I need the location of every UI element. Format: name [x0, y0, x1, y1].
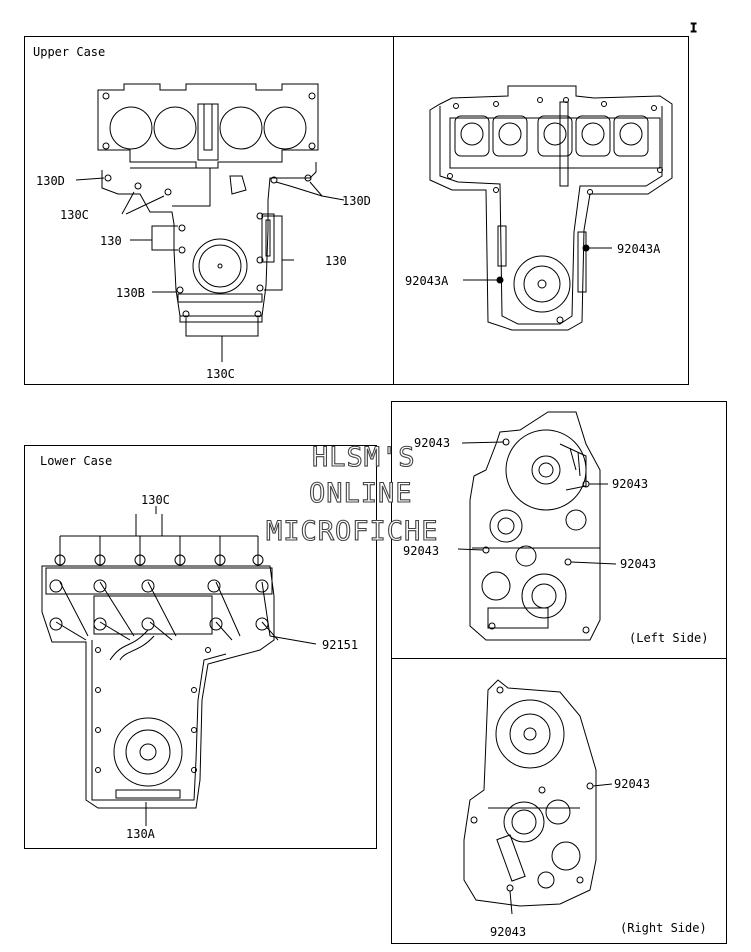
label-92043A-left: 92043A [405, 274, 449, 288]
corner-mark: I [690, 21, 697, 35]
left-side-bolt-holes [482, 438, 590, 634]
label-92043-right-top-left-side: 92043 [612, 477, 648, 491]
upper-case-title: Upper Case [33, 45, 105, 59]
lower-case-bolt-holes [49, 554, 269, 773]
label-130C-top: 130C [60, 208, 89, 222]
panel-lower-case [24, 445, 377, 849]
label-130-right: 130 [325, 254, 347, 268]
label-92151: 92151 [322, 638, 358, 652]
label-92043A-right: 92043A [617, 242, 661, 256]
label-130D-left: 130D [36, 174, 65, 188]
right-side-drawing [463, 679, 613, 915]
panel-upper-case-underside [393, 36, 689, 385]
upper-case-bolt-holes [102, 92, 316, 318]
left-side-caption: (Left Side) [629, 631, 708, 645]
panel-right-side [391, 658, 727, 944]
label-92043-right-right-side: 92043 [614, 777, 650, 791]
right-side-bolt-holes [470, 686, 594, 892]
watermark-line-2: ONLINE [309, 478, 413, 509]
label-130D-right: 130D [342, 194, 371, 208]
right-side-caption: (Right Side) [620, 921, 707, 935]
watermark-line-1: HLSM'S [312, 442, 416, 473]
underside-bolt-holes [447, 97, 663, 195]
label-130C-bottom: 130C [206, 367, 235, 381]
lower-case-title: Lower Case [40, 454, 112, 468]
upper-case-underside-drawing [429, 85, 673, 331]
lower-case-drawing [41, 506, 317, 826]
watermark-line-3: MICROFICHE [266, 516, 439, 547]
label-130C-lower: 130C [141, 493, 170, 507]
label-130-left: 130 [100, 234, 122, 248]
label-130A: 130A [126, 827, 156, 841]
label-92043-top-left-side: 92043 [414, 436, 450, 450]
label-92043-bottom-right-side: 92043 [490, 925, 526, 939]
watermark: HLSM'S ONLINE MICROFICHE [265, 441, 439, 547]
label-130B: 130B [116, 286, 145, 300]
upper-case-drawing [75, 83, 345, 362]
label-92043-right-mid-left-side: 92043 [620, 557, 656, 571]
left-side-drawing [457, 411, 617, 641]
label-92043-left-mid-left-side: 92043 [403, 544, 439, 558]
